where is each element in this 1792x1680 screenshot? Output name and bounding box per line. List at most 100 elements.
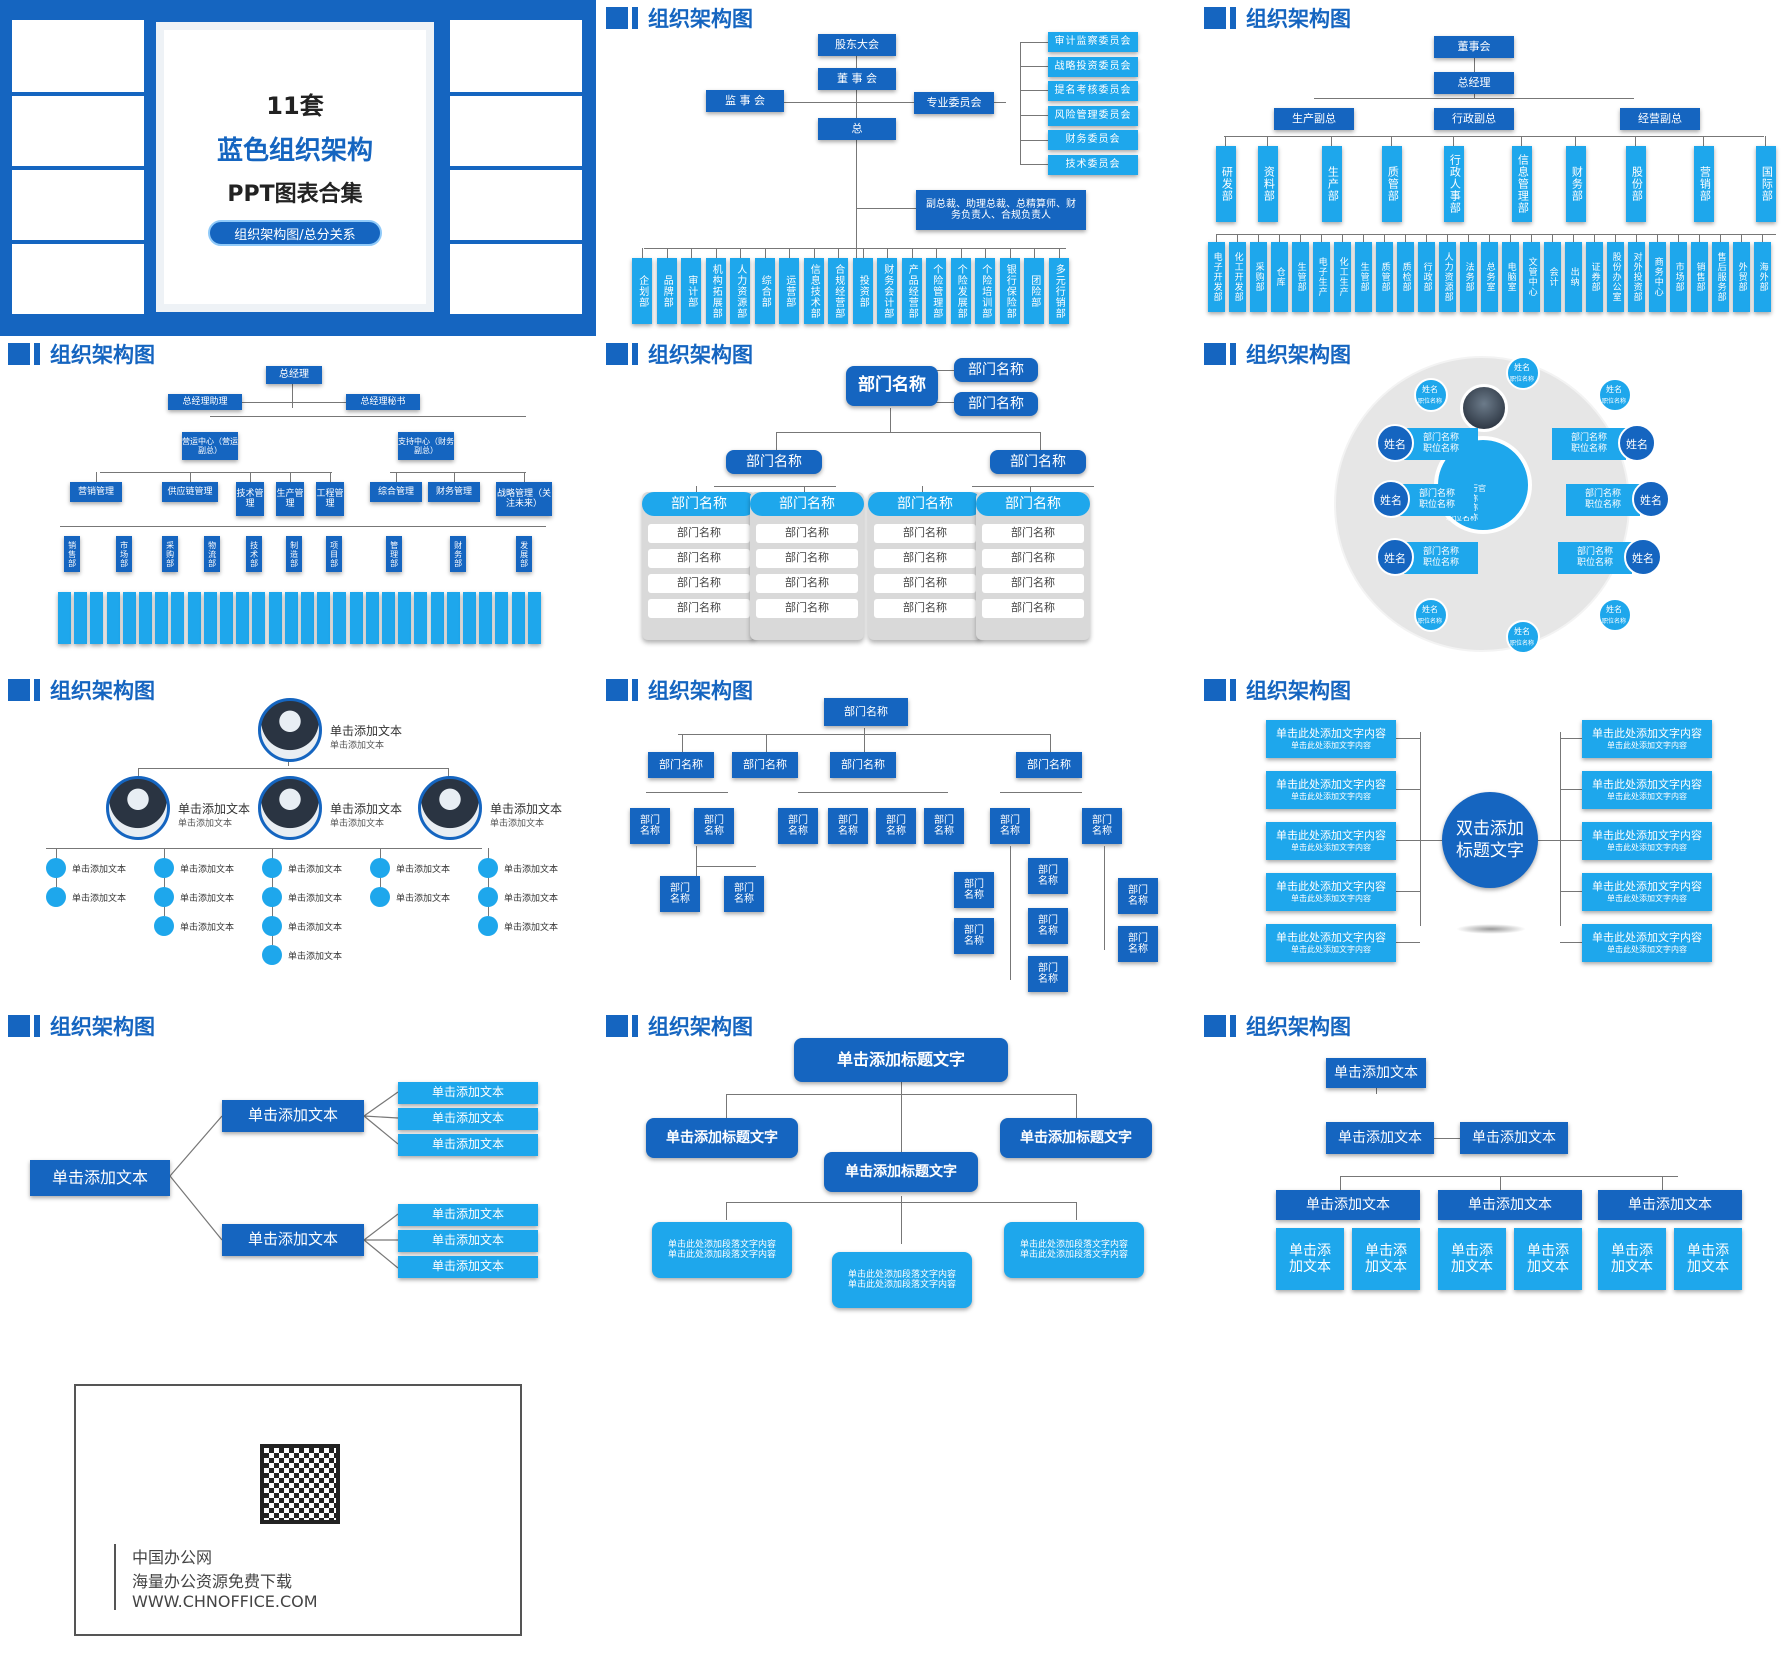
card-row[interactable]: 部门名称 [648, 574, 750, 593]
dept-box[interactable]: 研发部 [1216, 146, 1236, 222]
dept-box[interactable]: 投资部 [852, 258, 873, 324]
dept-tag[interactable]: 部门名称职位名称 [1404, 542, 1478, 574]
sub-dept-box[interactable]: 仓库 [1271, 242, 1288, 312]
title-node-center[interactable]: 单击添加标题文字 [824, 1152, 978, 1192]
info-box[interactable]: 单击此处添加文字内容单击此处添加文字内容 [1582, 720, 1712, 758]
card-row[interactable]: 部门名称 [756, 599, 858, 618]
sub-dept-box[interactable]: 采购部 [1250, 242, 1267, 312]
node-vp-production[interactable]: 生产副总 [1274, 108, 1354, 130]
info-box[interactable]: 单击此处添加文字内容单击此处添加文字内容 [1266, 873, 1396, 911]
sub-dept-box[interactable]: 会计 [1544, 242, 1561, 312]
dept-box[interactable]: 企划部 [632, 258, 652, 324]
node-level-3[interactable]: 部门名称 [1082, 808, 1122, 844]
dept-box[interactable]: 资料部 [1258, 146, 1278, 222]
dept-box[interactable]: 信息技术部 [803, 258, 824, 324]
card-row[interactable]: 部门名称 [874, 524, 976, 543]
bullet-circle[interactable] [262, 916, 282, 936]
committee-box[interactable]: 战略投资委员会 [1048, 56, 1138, 77]
committee-box[interactable]: 技术委员会 [1048, 154, 1138, 175]
dept-box[interactable]: 生产部 [1322, 146, 1342, 222]
card-row[interactable]: 部门名称 [982, 599, 1084, 618]
node-level-4[interactable]: 部门名称 [1028, 908, 1068, 944]
sub-dept-box[interactable]: 市场部 [1670, 242, 1687, 312]
name-circle-small[interactable] [1414, 378, 1448, 412]
name-circle-small[interactable] [1598, 598, 1632, 632]
node-level-3[interactable]: 部门名称 [778, 808, 818, 844]
node-support-center[interactable]: 支持中心（财务副总） [398, 432, 454, 460]
sub-dept-box[interactable]: 质管部 [1376, 242, 1393, 312]
node-level-3[interactable]: 部门名称 [924, 808, 964, 844]
info-box[interactable]: 单击此处添加文字内容单击此处添加文字内容 [1582, 924, 1712, 962]
dept-box[interactable]: 审计部 [681, 258, 701, 324]
footer-url[interactable]: WWW.CHNOFFICE.COM [132, 1592, 318, 1611]
sub-dept-box[interactable]: 电脑室 [1502, 242, 1519, 312]
dept-box[interactable]: 股份部 [1626, 146, 1646, 222]
dept-tag[interactable]: 部门名称职位名称 [1558, 542, 1632, 574]
node-leaf[interactable]: 单击添加文本 [1352, 1228, 1420, 1290]
node-side-dept-1[interactable]: 部门名称 [954, 358, 1038, 382]
node-pro-committee[interactable]: 专业委员会 [914, 92, 994, 114]
sub-dept-box[interactable]: 生管部 [1292, 242, 1309, 312]
dept-tag[interactable]: 部门名称职位名称 [1400, 484, 1474, 516]
sub-dept-box[interactable]: 对外投资部 [1628, 242, 1645, 312]
bullet-circle[interactable] [154, 887, 174, 907]
name-circle[interactable] [1376, 424, 1414, 462]
bullet-circle[interactable] [262, 945, 282, 965]
dept-box[interactable]: 合规经营部 [828, 258, 848, 324]
dept-box[interactable]: 财务部 [1566, 146, 1586, 222]
mid-dept-box[interactable]: 发展部 [516, 536, 532, 572]
node-level-3[interactable]: 部门名称 [660, 876, 700, 912]
info-box[interactable]: 单击此处添加文字内容单击此处添加文字内容 [1266, 720, 1396, 758]
sub-dept-box[interactable]: 外贸部 [1733, 242, 1750, 312]
dept-tag[interactable]: 部门名称职位名称 [1404, 428, 1478, 460]
name-circle[interactable] [1376, 538, 1414, 576]
sub-dept-box[interactable]: 海外部 [1754, 242, 1771, 312]
name-circle-small[interactable] [1414, 598, 1448, 632]
node-board[interactable]: 董事会 [1434, 36, 1514, 58]
manager-box[interactable]: 战略管理（关注未来） [496, 482, 552, 516]
info-box[interactable]: 单击此处添加文字内容单击此处添加文字内容 [1266, 822, 1396, 860]
bullet-circle[interactable] [262, 858, 282, 878]
dept-box[interactable]: 综合部 [754, 258, 775, 324]
node-board[interactable]: 董 事 会 [818, 68, 896, 90]
mid-dept-box[interactable]: 财务部 [450, 536, 466, 572]
dept-box[interactable]: 个险管理部 [926, 258, 946, 324]
node-leaf[interactable]: 单击添加文本 [1674, 1228, 1742, 1290]
manager-box[interactable]: 综合管理 [370, 482, 422, 502]
name-circle[interactable] [1372, 480, 1410, 518]
node-vp-group[interactable]: 副总裁、助理总裁、总精算师、财务负责人、合规负责人 [916, 190, 1086, 230]
committee-box[interactable]: 审计监察委员会 [1048, 32, 1138, 52]
sub-dept-box[interactable]: 证券部 [1586, 242, 1603, 312]
root-node[interactable]: 单击添加文本 [30, 1160, 170, 1196]
manager-box[interactable]: 生产管理 [276, 482, 304, 516]
node-level-4[interactable]: 部门名称 [1118, 926, 1158, 962]
name-circle-small[interactable] [1506, 620, 1540, 654]
center-title[interactable]: 双击添加标题文字 [1442, 792, 1538, 888]
sub-dept-box[interactable]: 销售部 [1691, 242, 1708, 312]
card-row[interactable]: 部门名称 [756, 574, 858, 593]
manager-box[interactable]: 技术管理 [236, 482, 264, 516]
bullet-circle[interactable] [370, 887, 390, 907]
title-node-top[interactable]: 单击添加标题文字 [794, 1038, 1008, 1082]
dept-tag[interactable]: 部门名称职位名称 [1566, 484, 1640, 516]
node-level-2[interactable]: 部门名称 [1016, 752, 1082, 778]
committee-box[interactable]: 财务委员会 [1048, 130, 1138, 150]
info-box[interactable]: 单击此处添加文字内容单击此处添加文字内容 [1266, 924, 1396, 962]
leaf-node[interactable]: 单击添加文本 [398, 1230, 538, 1252]
card-row[interactable]: 部门名称 [648, 524, 750, 543]
dept-box[interactable]: 人力资源部 [730, 258, 750, 324]
node-side-dept-2[interactable]: 部门名称 [954, 392, 1038, 416]
dept-box[interactable]: 质管部 [1382, 146, 1402, 222]
bullet-circle[interactable] [262, 887, 282, 907]
mid-dept-box[interactable]: 物流部 [204, 536, 220, 572]
node-level-3[interactable]: 部门名称 [876, 808, 916, 844]
card-header[interactable]: 部门名称 [642, 492, 756, 516]
node-ceo[interactable]: 总 [818, 118, 896, 140]
mid-dept-box[interactable]: 市场部 [116, 536, 132, 572]
node-level-3[interactable]: 单击添加文本 [1438, 1190, 1582, 1220]
name-circle[interactable] [1632, 480, 1670, 518]
name-circle[interactable] [1618, 424, 1656, 462]
dept-box[interactable]: 产品经营部 [901, 258, 922, 324]
dept-box[interactable]: 团险部 [1024, 258, 1044, 324]
para-node-center[interactable]: 单击此处添加段落文字内容单击此处添加段落文字内容 [832, 1252, 972, 1308]
